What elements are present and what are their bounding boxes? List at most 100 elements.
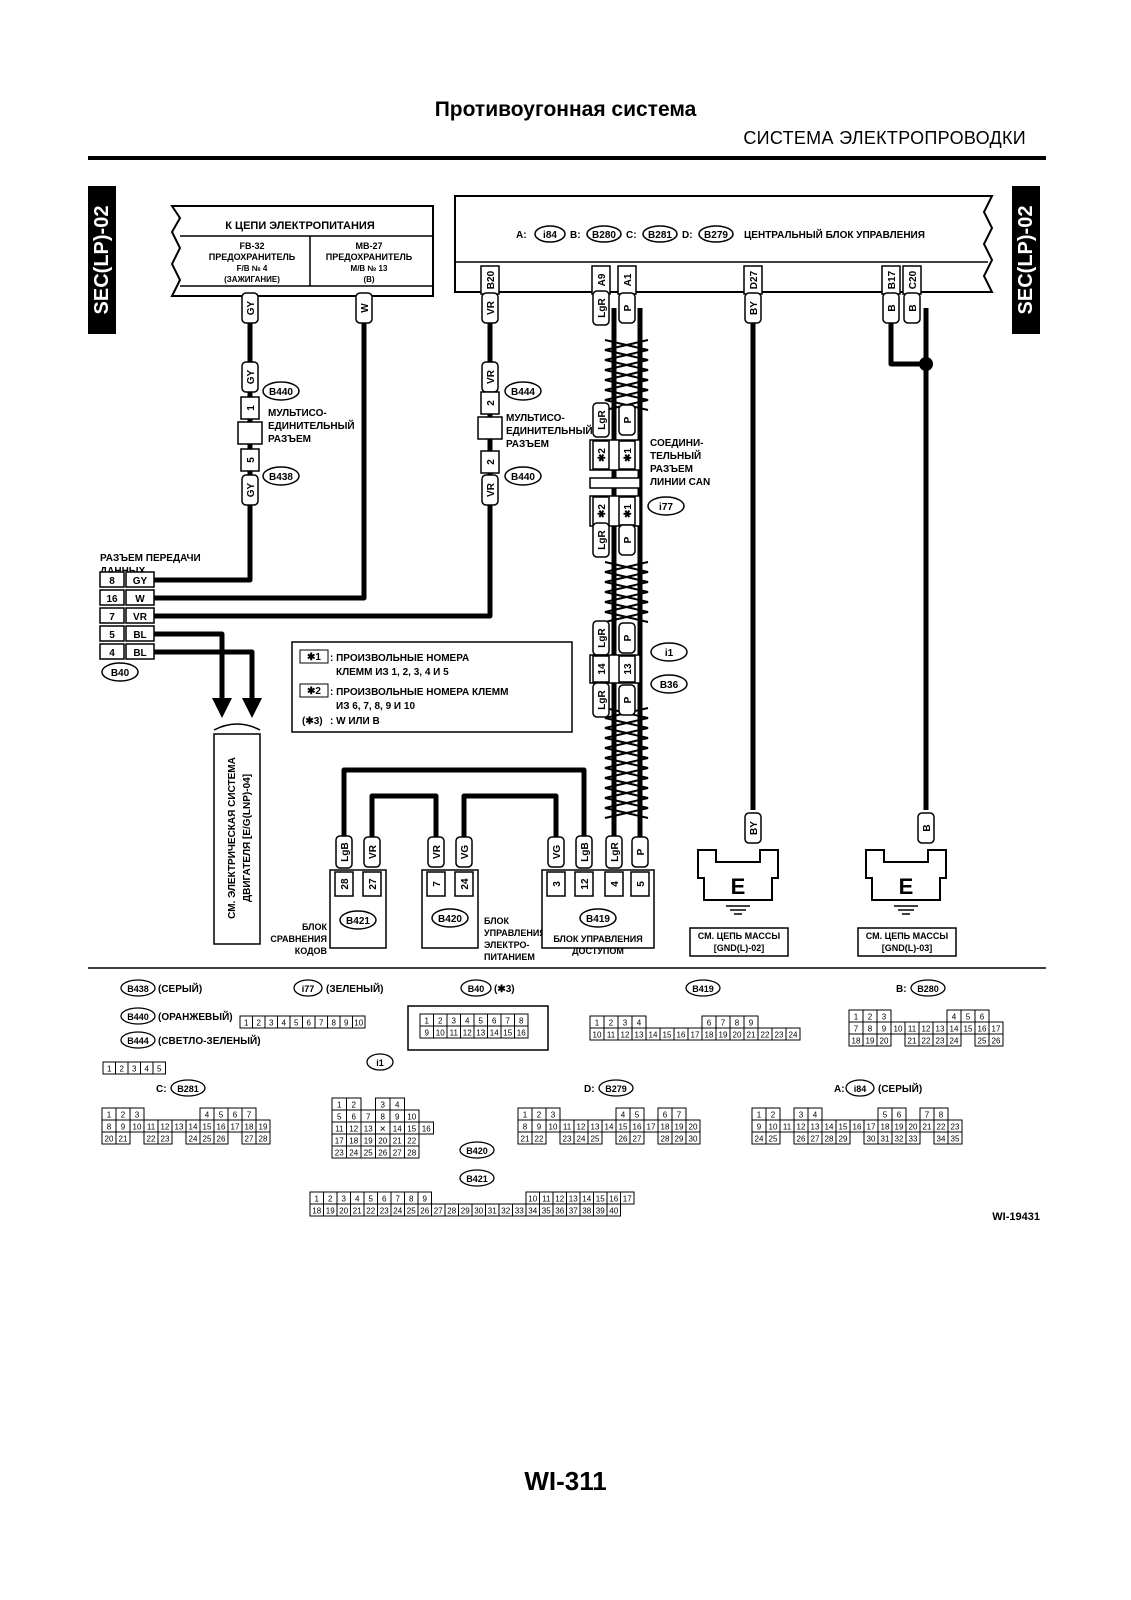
grid-b438-pin: 4 (145, 1065, 150, 1074)
oval-b36: B36 (650, 674, 688, 694)
wire-lgb (341, 767, 587, 858)
wire-label-lgb-1: LgB (335, 835, 353, 869)
oval-b421: B421 (339, 910, 377, 930)
oval-b40: B40 (101, 662, 139, 682)
wire-label-vg-b419: VG (547, 836, 565, 868)
grid-b279-pin: 26 (619, 1135, 628, 1144)
grid-b40-pin: 2 (438, 1017, 443, 1026)
grid-b281-cell (157, 1131, 173, 1145)
grid-b420-pin: 18 (312, 1207, 321, 1216)
oval-b440-gy-text: B440 (269, 387, 293, 398)
grid-b40-pin: 8 (519, 1017, 524, 1026)
multi-connector-body-2 (477, 416, 503, 440)
pin-b421-28: 28 (334, 871, 354, 897)
can-connector-gap (589, 477, 641, 489)
figure-id: WI-19431 (992, 1211, 1040, 1223)
page-title: Противоугонная система (434, 98, 697, 121)
wire-label-vg-b419-text: VG (552, 845, 563, 860)
grid-i1-pin: 19 (364, 1137, 373, 1146)
grid-b419-pin: 7 (721, 1019, 726, 1028)
wire-label-lgr-3-text: LgR (597, 530, 608, 550)
gnd1-text: СМ. ЦЕПЬ МАССЫ (698, 931, 781, 941)
wire-label-gy-2: GY (241, 361, 259, 393)
grid-b281-pin: 8 (107, 1123, 112, 1132)
grid-b279-pin: 30 (689, 1135, 698, 1144)
wire-label-by-top: BY (744, 292, 762, 324)
grid-b280-pin: 19 (866, 1037, 875, 1046)
grid-b281-pin: 6 (233, 1111, 238, 1120)
engine-ref-line2: ДВИГАТЕЛЯ [E/G(LNP)-04] (242, 774, 253, 902)
pin-can-s2b: ✱2 (592, 496, 610, 526)
grid-b280-pin: 16 (978, 1025, 987, 1034)
wire-label-lgr-b419-text: LgR (610, 842, 621, 862)
wire-label-vg-b420-text: VG (460, 845, 471, 860)
grid-i84-pin: 28 (825, 1135, 834, 1144)
legend-i1 (366, 1053, 394, 1071)
grid-b420-pin: 36 (555, 1207, 564, 1216)
oval-b444: B444 (504, 381, 542, 401)
grid-b40-pin: 10 (436, 1029, 445, 1038)
pin-can-s1: ✱1 (618, 440, 636, 470)
multi-conn-label-1: ЕДИНИТЕЛЬНЫЙ (268, 419, 355, 432)
wire-label-b17-top-text: B (887, 304, 898, 311)
pin-b438-5-text: 5 (246, 457, 257, 463)
grid-b280-pin: 8 (868, 1025, 873, 1034)
engine-ref-box (213, 733, 261, 945)
grid-i84-pin: 24 (755, 1135, 764, 1144)
wire-label-c20-top: B (903, 292, 921, 324)
pin-b440-1: 1 (240, 396, 260, 420)
multi-connector-body (237, 421, 263, 445)
pin-b421-28-text: 28 (340, 878, 351, 890)
grid-b420-pin: 5 (369, 1195, 374, 1204)
wire-label-gy-3: GY (241, 474, 259, 506)
grid-i84-pin: 23 (951, 1123, 960, 1132)
grid-i84-pin: 18 (881, 1123, 890, 1132)
grid-i1-pin: 15 (407, 1125, 416, 1134)
grid-b438-pin: 2 (120, 1065, 125, 1074)
grid-b279-pin: 18 (661, 1123, 670, 1132)
grid-b40-pin: 1 (425, 1017, 430, 1026)
wire-label-lgr-3: LgR (592, 522, 610, 558)
grid-b419-pin: 6 (707, 1019, 712, 1028)
data-link-pin: 16 (106, 594, 118, 605)
pin-can-s1b-text: ✱1 (623, 504, 634, 518)
grid-i84-cell (947, 1131, 963, 1145)
svg-text:D:: D: (682, 230, 693, 241)
svg-text:ИЗ 6, 7, 8, 9 И 10: ИЗ 6, 7, 8, 9 И 10 (336, 701, 415, 712)
wire-label-vr-b421: VR (363, 836, 381, 868)
grid-b420-pin: 35 (542, 1207, 551, 1216)
grid-i84-pin: 14 (825, 1123, 834, 1132)
oval-b440-vr-text: B440 (511, 472, 535, 483)
wire-label-gy-top-text: GY (246, 300, 257, 315)
grid-b420-pin: 21 (353, 1207, 362, 1216)
grid-b280-pin: 9 (882, 1025, 887, 1034)
grid-b279-pin: 8 (523, 1123, 528, 1132)
grid-i84-pin: 35 (951, 1135, 960, 1144)
grid-b281-pin: 15 (203, 1123, 212, 1132)
grid-b279-pin: 27 (633, 1135, 642, 1144)
grid-b280-pin: 12 (922, 1025, 931, 1034)
grid-i84-pin: 3 (799, 1111, 804, 1120)
grid-i77-pin: 5 (294, 1019, 299, 1028)
grid-b281-pin: 3 (135, 1111, 140, 1120)
ground-1: E (697, 849, 779, 915)
legend-b438-desc: (СЕРЫЙ) (158, 982, 202, 995)
grid-b279-pin: 28 (661, 1135, 670, 1144)
wire-label-lgr-5: LgR (592, 682, 610, 718)
cbu-pin-label: B17 (887, 270, 898, 289)
grid-b280-pin: 22 (922, 1037, 931, 1046)
legend-b281-text: B281 (177, 1084, 199, 1094)
grid-i77-pin: 4 (282, 1019, 287, 1028)
grid-b420-pin: 16 (609, 1195, 618, 1204)
data-link-wire: W (135, 594, 145, 605)
grid-b438-pin: 3 (132, 1065, 137, 1074)
svg-text:: ПРОИЗВОЛЬНЫЕ НОМЕРА: : ПРОИЗВОЛЬНЫЕ НОМЕРА (330, 653, 469, 664)
wire-b17 (888, 308, 926, 367)
legend-b280 (910, 979, 946, 997)
legend-i84-desc: (СЕРЫЙ) (878, 1082, 922, 1095)
grid-b280-cell (946, 1033, 962, 1047)
wire-label-vr-b420: VR (427, 836, 445, 868)
grid-i84-pin: 17 (867, 1123, 876, 1132)
wire-label-gy-2-text: GY (246, 369, 257, 384)
wire-vg (461, 793, 559, 858)
